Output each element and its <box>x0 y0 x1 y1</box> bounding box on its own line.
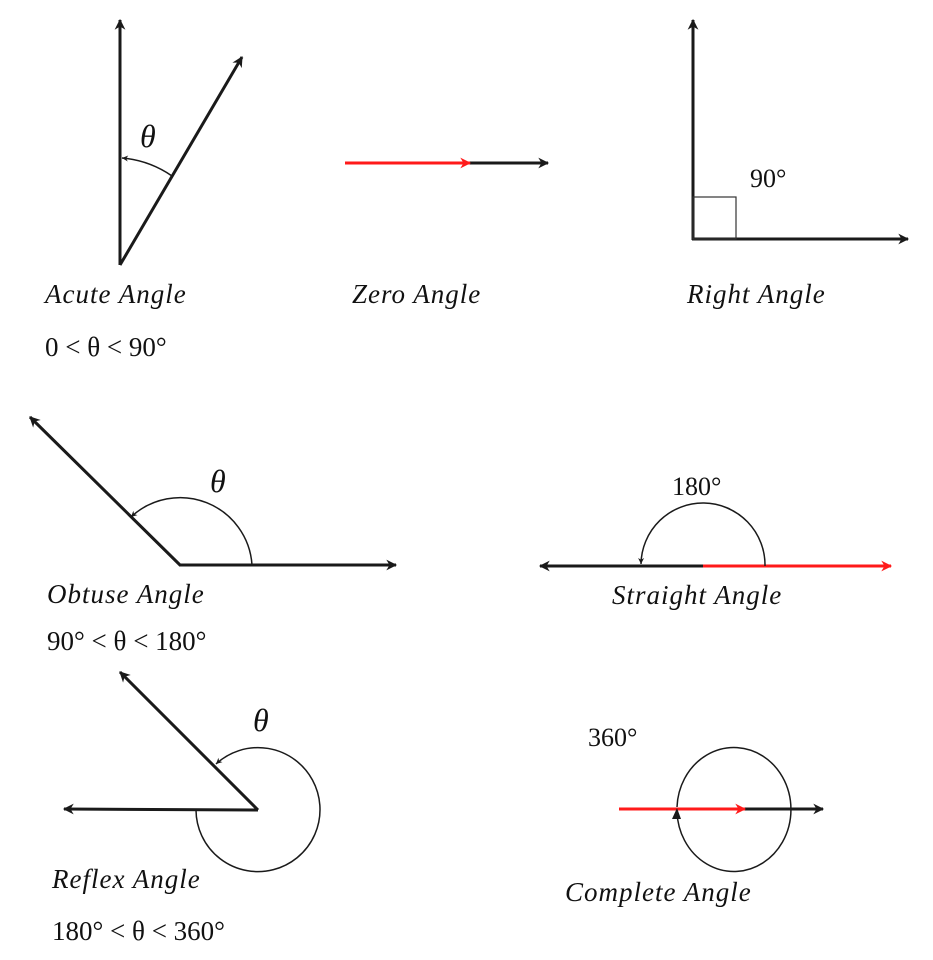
angle-arc <box>121 155 173 177</box>
complete-angle: 360° Complete Angle <box>565 723 825 907</box>
acute-label: Acute Angle <box>43 279 187 309</box>
ray-slanted <box>118 56 244 266</box>
complete-measure: 360° <box>588 723 637 752</box>
obtuse-angle: θ Obtuse Angle 90° < θ < 180° <box>28 415 398 656</box>
theta-symbol: θ <box>210 463 226 499</box>
angle-arc <box>195 746 321 873</box>
right-measure: 90° <box>750 164 786 193</box>
straight-label: Straight Angle <box>612 580 782 610</box>
right-angle-square <box>692 196 737 240</box>
angle-arc <box>638 502 766 567</box>
complete-label: Complete Angle <box>565 877 752 907</box>
arc-arrowhead <box>672 808 681 819</box>
reflex-label: Reflex Angle <box>51 864 201 894</box>
angle-arc <box>130 496 253 566</box>
theta-symbol: θ <box>140 118 156 154</box>
reflex-range: 180° < θ < 360° <box>52 916 225 946</box>
theta-symbol: θ <box>253 702 269 738</box>
zero-angle: Zero Angle <box>345 157 550 309</box>
ray-slanted <box>118 670 260 812</box>
obtuse-range: 90° < θ < 180° <box>47 626 206 656</box>
right-label: Right Angle <box>686 279 826 309</box>
straight-angle: 180° Straight Angle <box>538 472 893 610</box>
zero-label: Zero Angle <box>352 279 481 309</box>
acute-angle: θ Acute Angle 0 < θ < 90° <box>43 18 244 362</box>
right-angle: 90° Right Angle <box>686 18 910 309</box>
obtuse-label: Obtuse Angle <box>47 579 205 609</box>
straight-measure: 180° <box>672 472 721 501</box>
reflex-angle: θ Reflex Angle 180° < θ < 360° <box>51 670 321 946</box>
ray-horizontal <box>62 803 259 815</box>
ray-slanted <box>28 415 182 567</box>
acute-range: 0 < θ < 90° <box>45 332 167 362</box>
